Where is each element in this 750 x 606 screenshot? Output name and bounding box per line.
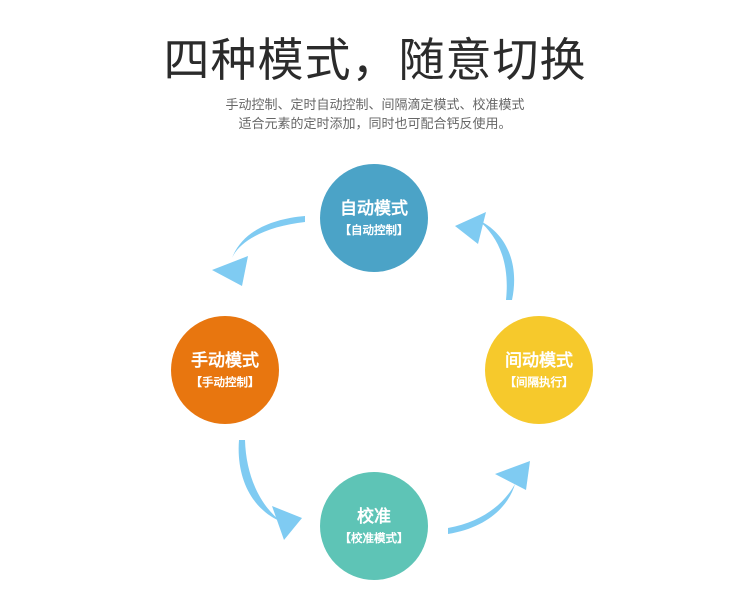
mode-circle-auto: 自动模式 【自动控制】 xyxy=(320,164,428,272)
subtitle-line-1: 手动控制、定时自动控制、间隔滴定模式、校准模式 xyxy=(225,98,525,113)
mode-circle-calibration: 校准 【校准模式】 xyxy=(320,472,428,580)
curved-arrow-icon xyxy=(238,440,302,540)
mode-name-calibration: 校准 xyxy=(357,506,391,527)
subtitle-line-2: 适合元素的定时添加，同时也可配合钙反使用。 xyxy=(238,117,512,132)
mode-sublabel-calibration: 【校准模式】 xyxy=(339,530,409,545)
page-title: 四种模式，随意切换 xyxy=(163,33,587,87)
mode-sublabel-manual: 【手动控制】 xyxy=(190,374,260,389)
mode-name-manual: 手动模式 xyxy=(191,350,259,371)
mode-name-auto: 自动模式 xyxy=(340,198,408,219)
curved-arrow-icon xyxy=(212,216,305,286)
curved-arrow-icon xyxy=(448,461,530,534)
mode-circle-manual: 手动模式 【手动控制】 xyxy=(171,316,279,424)
mode-sublabel-interval: 【间隔执行】 xyxy=(504,374,574,389)
mode-name-interval: 间动模式 xyxy=(505,350,573,371)
mode-circle-interval: 间动模式 【间隔执行】 xyxy=(485,316,593,424)
curved-arrow-icon xyxy=(455,212,515,300)
mode-sublabel-auto: 【自动控制】 xyxy=(339,222,409,237)
